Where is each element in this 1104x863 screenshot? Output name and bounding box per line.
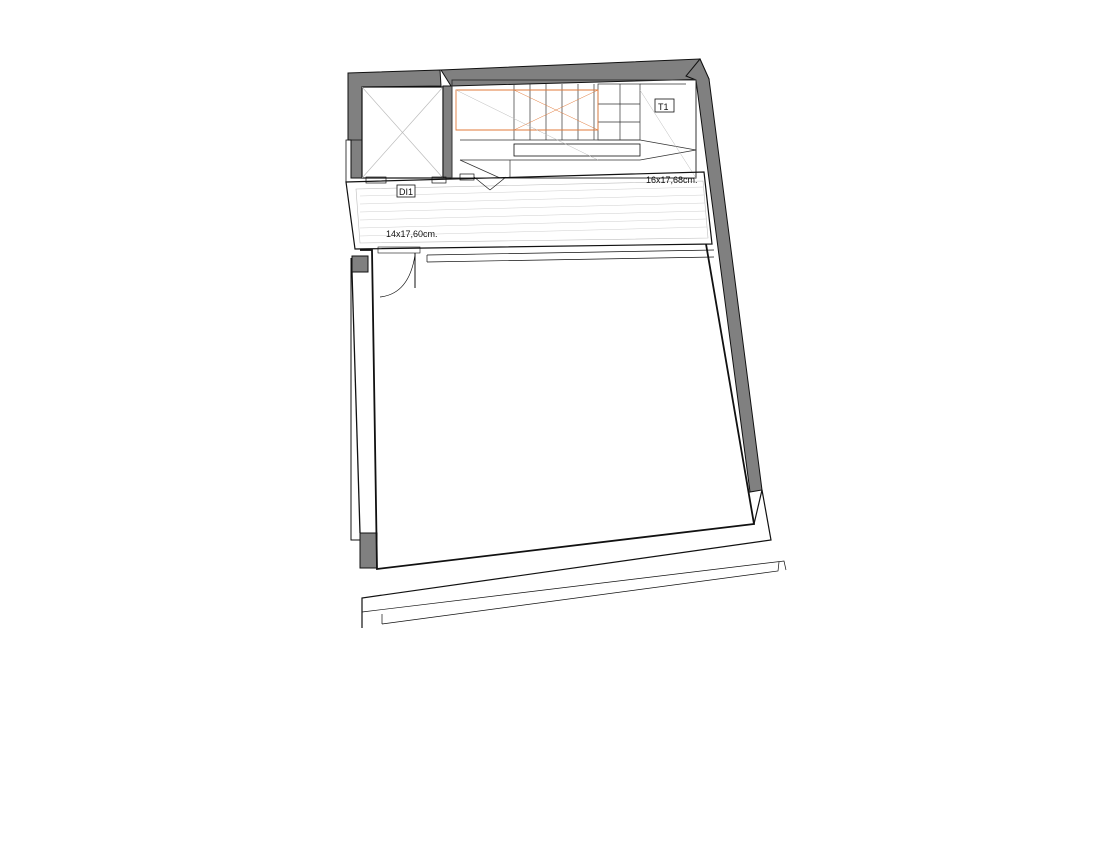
outer-walls xyxy=(347,58,763,569)
right-wall xyxy=(685,58,763,493)
left-pillar-top xyxy=(351,255,369,273)
landing-strip xyxy=(345,171,713,250)
window-tag: T1 xyxy=(654,98,675,113)
window-tag-label: T1 xyxy=(658,102,669,112)
terrace-edge xyxy=(361,489,787,628)
top-right-wall xyxy=(440,58,710,87)
stair-upper-dimension: 16x17,68cm. xyxy=(646,175,698,185)
stair-block xyxy=(451,79,697,179)
door-tag: DI1 xyxy=(396,184,416,198)
left-pillar-bottom xyxy=(359,532,378,569)
stair-lower-dimension: 14x17,60cm. xyxy=(386,229,438,239)
landing-edge xyxy=(426,249,715,263)
door-tag-label: DI1 xyxy=(399,187,413,197)
entry-door xyxy=(377,246,421,298)
elevator-shaft xyxy=(361,85,453,179)
main-room xyxy=(345,139,756,571)
